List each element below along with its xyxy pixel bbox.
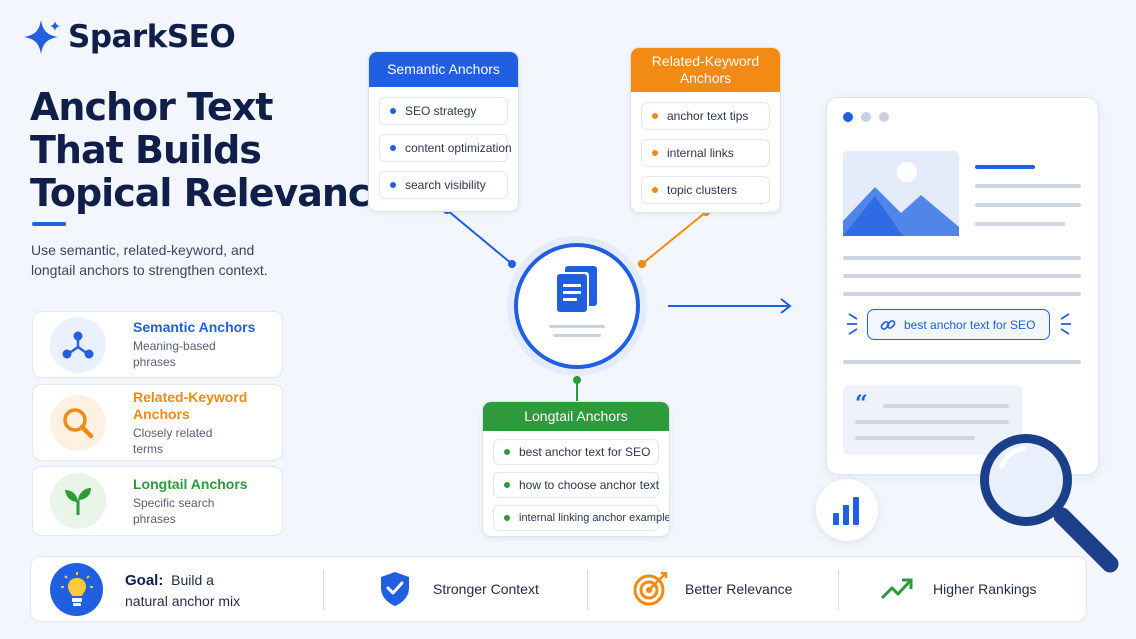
highlight-mark-icon — [1060, 313, 1071, 335]
anchor-pill: how to choose anchor text — [493, 472, 659, 498]
magnifying-glass-icon — [980, 434, 1119, 573]
anchor-text: internal links — [667, 146, 734, 160]
target-icon — [633, 571, 668, 606]
goal-text: Goal: Build a natural anchor mix — [125, 570, 240, 612]
headline-line: Anchor Text — [30, 85, 273, 129]
anchor-link[interactable]: best anchor text for SEO — [867, 309, 1050, 340]
bullet-dot — [504, 482, 510, 488]
goal-line: natural anchor mix — [125, 593, 241, 609]
anchor-pill: best anchor text for SEO — [493, 439, 659, 465]
anchor-pill: internal links — [641, 139, 770, 167]
headline-line: Topical Relevance — [30, 171, 395, 215]
bullet-dot — [652, 187, 658, 193]
anchor-text: content optimization — [405, 141, 512, 155]
card-title: Related-Keyword Anchors — [133, 388, 248, 422]
bullet-dot — [390, 108, 396, 114]
anchor-pill: search visibility — [379, 171, 508, 199]
box-title: Semantic Anchors — [369, 52, 518, 87]
divider — [587, 570, 588, 610]
box-title: Longtail Anchors — [483, 402, 669, 431]
brand: SparkSEO — [22, 18, 236, 56]
link-icon — [880, 319, 896, 330]
anchor-link-text[interactable]: best anchor text for SEO — [904, 317, 1036, 332]
semantic-anchors-box: Semantic Anchors SEO strategy content op… — [368, 51, 519, 212]
anchor-text: SEO strategy — [405, 104, 477, 118]
anchor-text: topic clusters — [667, 183, 738, 197]
anchor-pill: SEO strategy — [379, 97, 508, 125]
benefit-label: Higher Rankings — [933, 581, 1037, 597]
shield-check-icon — [381, 572, 409, 606]
lightbulb-icon — [61, 572, 93, 606]
benefit-rankings: Higher Rankings — [880, 574, 1037, 604]
image-placeholder-icon — [843, 151, 959, 236]
anchor-pill: content optimization — [379, 134, 512, 162]
sprout-icon — [50, 473, 106, 529]
box-title: Related-Keyword Anchors — [631, 48, 780, 92]
sparkle-icon — [24, 20, 60, 54]
window-dot — [843, 112, 853, 122]
card-related: Related-Keyword Anchors Closely related … — [32, 384, 283, 461]
quote-block: “ — [843, 385, 1022, 455]
headline: Anchor Text That Builds Topical Relevanc… — [30, 85, 395, 215]
divider — [838, 570, 839, 610]
longtail-anchors-box: Longtail Anchors best anchor text for SE… — [482, 401, 670, 537]
benefit-context: Stronger Context — [378, 570, 539, 608]
divider — [323, 570, 324, 610]
card-desc: Meaning-based phrases — [133, 339, 216, 369]
highlight-mark-icon — [847, 313, 858, 335]
lightbulb-badge — [50, 563, 103, 616]
anchor-pill: topic clusters — [641, 176, 770, 204]
bullet-dot — [390, 182, 396, 188]
window-dot — [879, 112, 889, 122]
network-icon — [50, 316, 106, 373]
brand-name: SparkSEO — [68, 19, 236, 55]
anchor-text: internal linking anchor examples — [519, 512, 670, 524]
benefit-label: Better Relevance — [685, 581, 793, 597]
bullet-dot — [504, 515, 510, 521]
window-dot — [861, 112, 871, 122]
bullet-dot — [504, 449, 510, 455]
quote-mark: “ — [855, 391, 868, 417]
bar-chart-badge — [816, 479, 878, 541]
card-title: Semantic Anchors — [133, 319, 256, 335]
anchor-text: search visibility — [405, 178, 486, 192]
card-desc: Closely related terms — [133, 425, 213, 456]
benefit-label: Stronger Context — [433, 581, 539, 597]
bullet-dot — [390, 145, 396, 151]
card-semantic: Semantic Anchors Meaning-based phrases — [32, 311, 283, 378]
goal-label: Goal: — [125, 572, 164, 589]
bullet-dot — [652, 113, 658, 119]
benefit-relevance: Better Relevance — [633, 571, 792, 607]
anchor-pill: anchor text tips — [641, 102, 770, 130]
related-anchors-box: Related-Keyword Anchors anchor text tips… — [630, 47, 781, 213]
card-title: Longtail Anchors — [133, 475, 248, 492]
bar-chart-icon — [833, 497, 859, 525]
bullet-dot — [652, 150, 658, 156]
goal-line: Build a — [171, 572, 214, 588]
anchor-text: anchor text tips — [667, 109, 749, 123]
anchor-text: best anchor text for SEO — [519, 445, 651, 459]
magnifier-icon — [50, 394, 106, 451]
intro-text: Use semantic, related-keyword, and longt… — [31, 242, 268, 278]
trend-up-icon — [880, 578, 913, 600]
accent-rule — [32, 222, 66, 226]
anchor-text: how to choose anchor text — [519, 478, 660, 492]
document-hub — [507, 236, 647, 376]
document-icon — [549, 266, 605, 337]
card-desc: Specific search phrases — [133, 495, 215, 526]
headline-line: That Builds — [30, 128, 262, 172]
card-longtail: Longtail Anchors Specific search phrases — [32, 466, 283, 536]
anchor-pill: internal linking anchor examples — [493, 505, 669, 531]
webpage-mockup: best anchor text for SEO “ — [826, 97, 1099, 475]
